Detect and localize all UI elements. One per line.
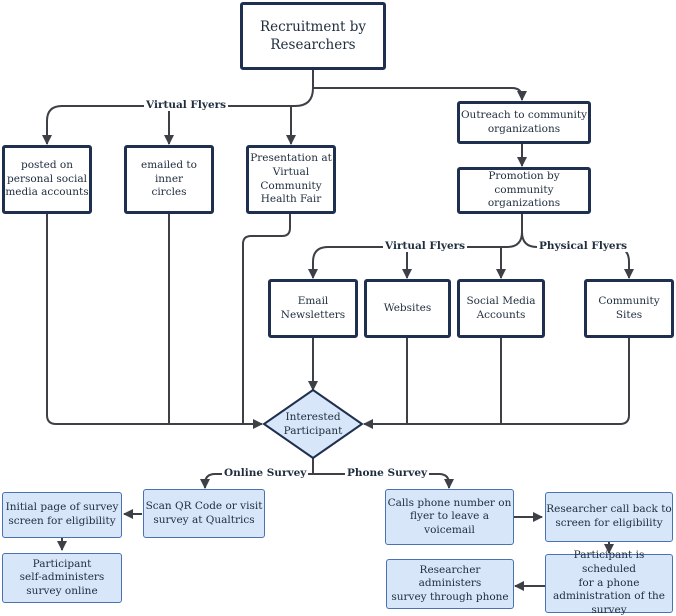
label-virtual-flyers-mid: Virtual Flyers bbox=[383, 240, 468, 252]
label-virtual-flyers-top: Virtual Flyers bbox=[144, 99, 229, 111]
decision-diamond bbox=[262, 388, 364, 460]
label-online-survey: Online Survey bbox=[222, 467, 309, 479]
node-recruitment-text: Recruitment by Researchers bbox=[259, 18, 367, 53]
node-initial-page: Initial page of survey screen for eligib… bbox=[2, 492, 122, 538]
node-emailed-inner-circles: emailed to inner circles bbox=[124, 145, 214, 214]
node-scan-qr-text: Scan QR Code or visit survey at Qualtric… bbox=[145, 499, 263, 526]
node-websites-text: Websites bbox=[383, 301, 432, 314]
node-presentation-text: Presentation at Virtual Community Health… bbox=[250, 152, 332, 206]
node-posted-social-text: posted on personal social media accounts bbox=[5, 159, 89, 199]
node-recruitment-by-researchers: Recruitment by Researchers bbox=[240, 2, 386, 70]
label-physical-flyers: Physical Flyers bbox=[537, 240, 630, 252]
node-researcher-call-back: Researcher call back to screen for eligi… bbox=[545, 492, 673, 542]
node-scheduled-text: Participant is scheduled for a phone adm… bbox=[552, 549, 666, 616]
node-emailed-inner-text: emailed to inner circles bbox=[141, 159, 197, 199]
node-social-media-accounts: Social Media Accounts bbox=[457, 279, 545, 338]
node-community-sites-text: Community Sites bbox=[598, 294, 660, 321]
node-email-newsletters: Email Newsletters bbox=[268, 279, 358, 338]
connector-to-outreach bbox=[313, 87, 527, 101]
node-outreach: Outreach to community organizations bbox=[457, 101, 591, 144]
node-scan-qr-code: Scan QR Code or visit survey at Qualtric… bbox=[143, 489, 265, 538]
connector-posted-down bbox=[46, 214, 263, 429]
node-email-newsletters-text: Email Newsletters bbox=[280, 294, 346, 321]
node-self-administers-text: Participant self-administers survey onli… bbox=[19, 557, 105, 597]
node-social-media-text: Social Media Accounts bbox=[466, 294, 536, 321]
node-calls-phone-text: Calls phone number on flyer to leave a v… bbox=[387, 496, 512, 536]
node-call-back-text: Researcher call back to screen for eligi… bbox=[546, 503, 672, 529]
node-websites: Websites bbox=[364, 279, 451, 338]
connector-community-down bbox=[363, 338, 630, 429]
node-outreach-text: Outreach to community organizations bbox=[460, 108, 588, 135]
connector-virtual-flyers-bar bbox=[62, 87, 314, 107]
node-researcher-administers: Researcher administers survey through ph… bbox=[386, 559, 514, 609]
connector-flyers-bar bbox=[308, 231, 523, 279]
node-interested-participant: Interested Participant bbox=[283, 411, 343, 437]
node-posted-social: posted on personal social media accounts bbox=[2, 145, 92, 214]
connector-online-survey bbox=[200, 473, 313, 489]
connector-flyers-bar-right bbox=[521, 231, 634, 279]
node-promotion: Promotion by community organizations bbox=[457, 167, 591, 214]
node-presentation: Presentation at Virtual Community Health… bbox=[246, 145, 336, 214]
connector-presentation-down bbox=[242, 214, 291, 424]
node-initial-page-text: Initial page of survey screen for eligib… bbox=[5, 501, 119, 527]
node-participant-scheduled: Participant is scheduled for a phone adm… bbox=[545, 549, 673, 616]
node-promotion-text: Promotion by community organizations bbox=[487, 170, 561, 210]
node-community-sites: Community Sites bbox=[584, 279, 674, 338]
node-researcher-administers-text: Researcher administers survey through ph… bbox=[391, 563, 509, 603]
label-phone-survey: Phone Survey bbox=[345, 467, 430, 479]
node-self-administers: Participant self-administers survey onli… bbox=[2, 553, 122, 603]
connector-to-posted bbox=[42, 105, 63, 145]
connector-phone-survey bbox=[313, 473, 454, 489]
node-calls-phone-number: Calls phone number on flyer to leave a v… bbox=[385, 489, 514, 545]
